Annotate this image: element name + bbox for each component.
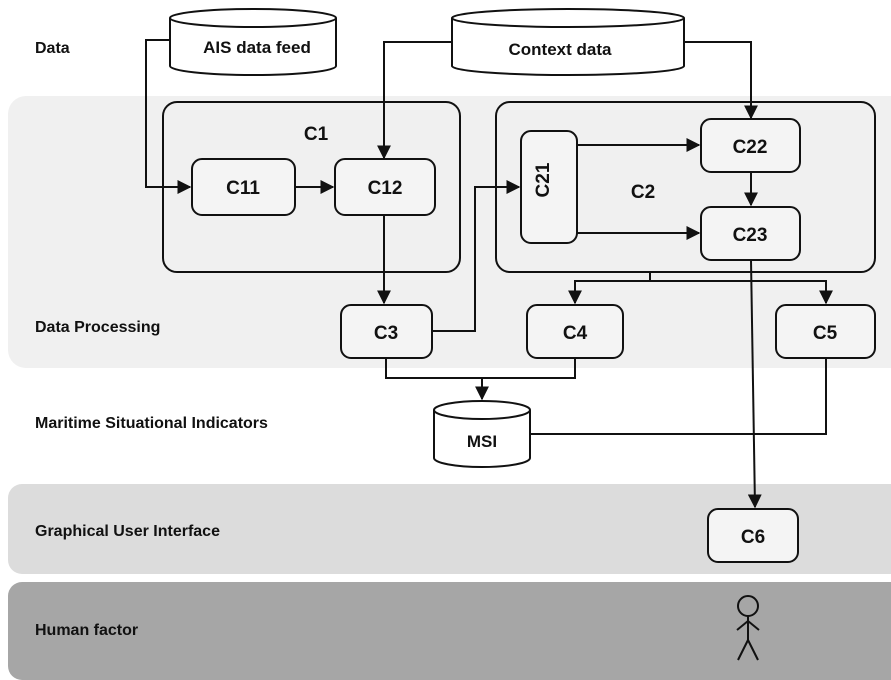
edge-c2-to-c4 bbox=[568, 272, 651, 305]
node-c12-label: C12 bbox=[368, 178, 403, 199]
human-factor-band bbox=[8, 582, 891, 680]
node-c23-label: C23 bbox=[733, 225, 768, 246]
node-c4: C4 bbox=[526, 304, 624, 359]
node-c5-label: C5 bbox=[813, 323, 838, 344]
edge-c5-to-msi bbox=[530, 358, 827, 435]
node-c6-label: C6 bbox=[741, 527, 765, 548]
msi-database: MSI bbox=[433, 400, 531, 468]
node-c22: C22 bbox=[700, 118, 801, 173]
context-data-label: Context data bbox=[509, 40, 613, 59]
node-c23: C23 bbox=[700, 206, 801, 261]
edge-ais-to-c11 bbox=[145, 39, 192, 194]
node-c5: C5 bbox=[775, 304, 876, 359]
group-c1-label: C1 bbox=[304, 124, 329, 145]
ais-data-feed-database: AIS data feed bbox=[169, 8, 337, 76]
msi-label: MSI bbox=[467, 432, 497, 451]
layer-label-gui: Graphical User Interface bbox=[35, 523, 220, 540]
node-c12: C12 bbox=[334, 158, 436, 216]
node-c21-label: C21 bbox=[533, 162, 554, 197]
node-c6: C6 bbox=[707, 508, 799, 563]
ais-data-feed-label: AIS data feed bbox=[203, 38, 311, 57]
node-c21: C21 bbox=[520, 130, 578, 244]
layer-label-data-processing: Data Processing bbox=[35, 319, 160, 336]
group-c2-label: C2 bbox=[631, 182, 655, 203]
node-c4-label: C4 bbox=[563, 323, 588, 344]
node-c22-label: C22 bbox=[733, 137, 768, 158]
edges bbox=[145, 39, 833, 509]
edge-c3-to-c21 bbox=[432, 180, 521, 332]
gui-band bbox=[8, 484, 891, 574]
layer-label-human-factor: Human factor bbox=[35, 622, 138, 639]
node-c11-label: C11 bbox=[226, 178, 260, 199]
layer-label-msi: Maritime Situational Indicators bbox=[35, 415, 268, 432]
context-data-database: Context data bbox=[451, 8, 685, 76]
node-c3: C3 bbox=[340, 304, 433, 359]
node-c3-label: C3 bbox=[374, 323, 398, 344]
edge-context-to-c22 bbox=[684, 41, 758, 120]
edge-c23-to-c6 bbox=[747, 259, 762, 509]
edge-c2-to-c5 bbox=[650, 280, 833, 305]
human-figure-icon bbox=[736, 595, 760, 661]
edge-context-to-c12 bbox=[377, 41, 452, 160]
edge-c3-to-msi bbox=[385, 358, 576, 379]
node-c11: C11 bbox=[191, 158, 296, 216]
layer-label-data: Data bbox=[35, 40, 70, 57]
